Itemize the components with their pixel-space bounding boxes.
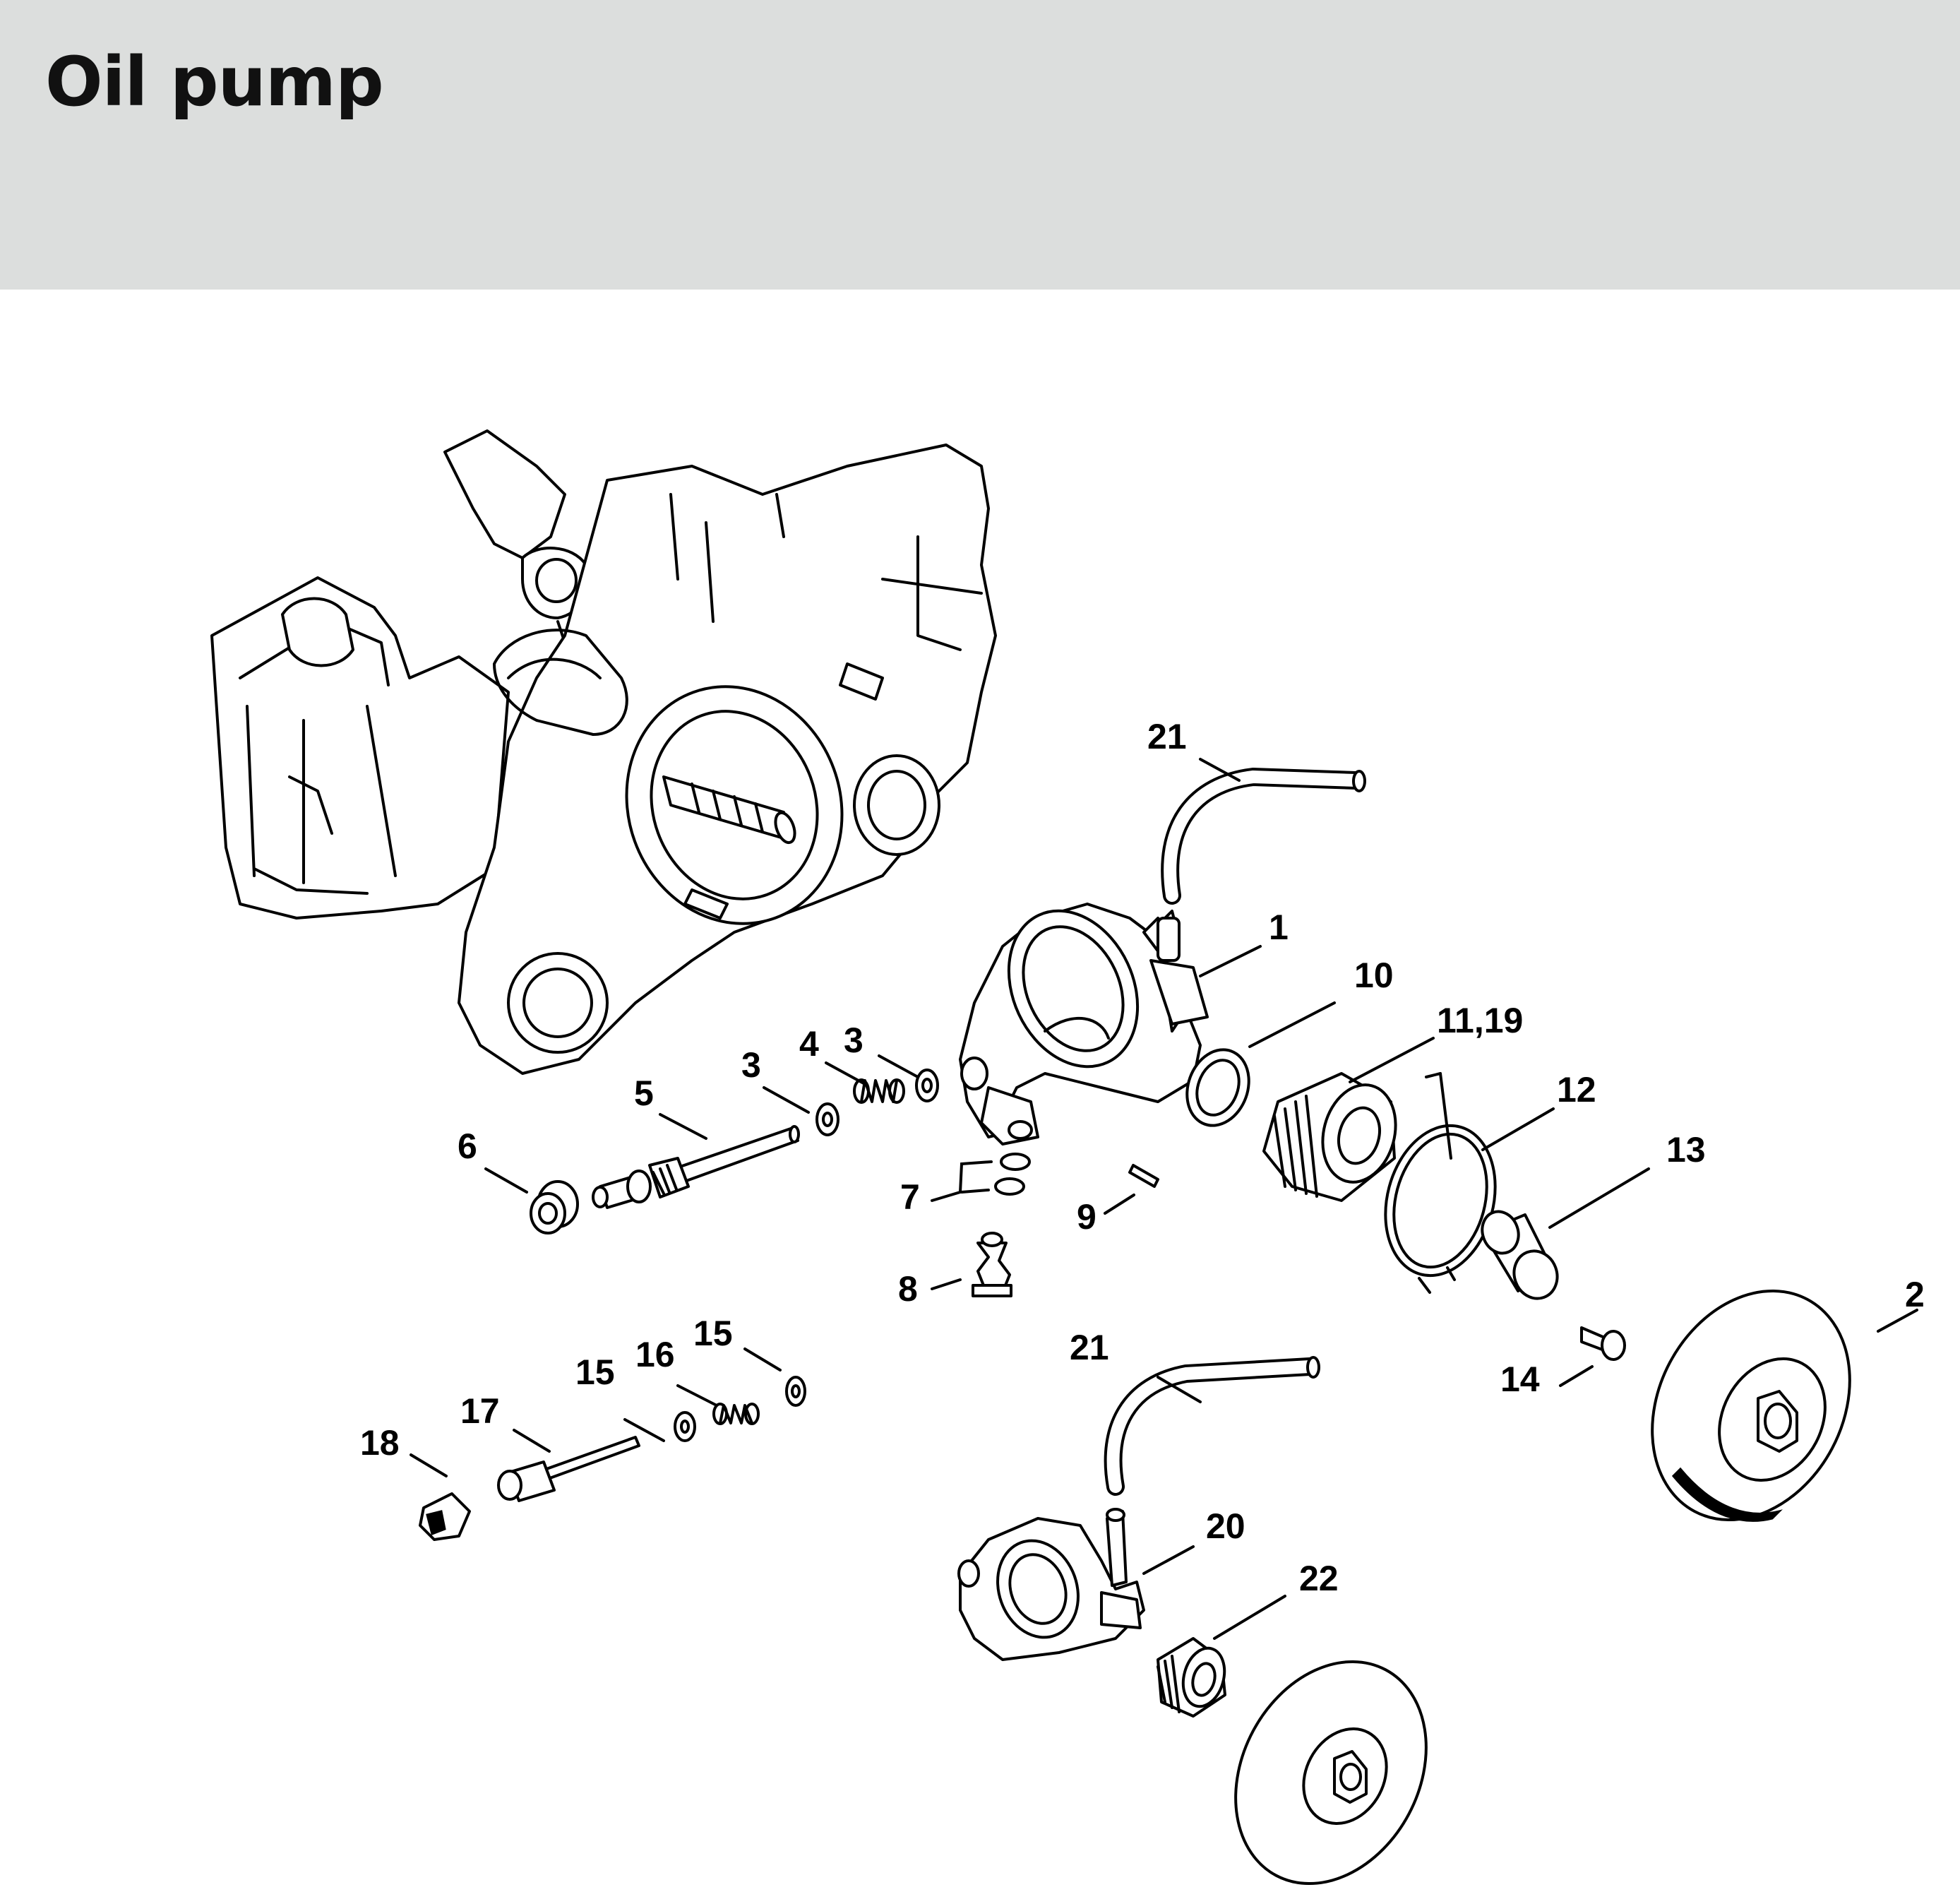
callout-5: 5 — [634, 1073, 654, 1113]
callout-13: 13 — [1666, 1130, 1706, 1170]
part-6-plug — [530, 1180, 579, 1234]
callout-10: 10 — [1354, 956, 1394, 995]
part-1-oil-pump-body — [959, 903, 1209, 1146]
part-18-plug — [419, 1492, 471, 1541]
part-20-oil-pump — [957, 1508, 1145, 1661]
callout-9: 9 — [1077, 1197, 1096, 1237]
part-8-valve — [972, 1232, 1012, 1297]
callout-4: 4 — [799, 1024, 819, 1064]
callout-7: 7 — [900, 1177, 920, 1217]
part-3-washer-right — [915, 1069, 939, 1102]
callout-20: 20 — [1206, 1506, 1245, 1546]
part-10-washer — [1185, 1048, 1250, 1127]
header-bar — [0, 0, 1960, 290]
page-title: Oil pump — [45, 42, 384, 121]
part-7-o-rings — [994, 1153, 1031, 1196]
callout-14: 14 — [1500, 1359, 1540, 1399]
callout-16: 16 — [635, 1335, 675, 1374]
part-15-washer-left — [674, 1411, 696, 1442]
part-3-washer-left — [815, 1102, 839, 1136]
callout-11-19: 11,19 — [1437, 1001, 1523, 1040]
part-17-pump-plunger — [497, 1436, 640, 1502]
callout-2: 2 — [1905, 1275, 1925, 1314]
callout-15-right: 15 — [693, 1314, 733, 1353]
part-13-bushing — [1481, 1210, 1559, 1300]
callout-18: 18 — [360, 1423, 400, 1463]
part-9-pin — [1128, 1164, 1159, 1188]
leader-lines — [410, 758, 1918, 1640]
callout-17: 17 — [460, 1391, 500, 1431]
part-22-worm — [1157, 1637, 1226, 1718]
part-11-19-worm — [1262, 1072, 1397, 1202]
callout-3-right: 3 — [844, 1021, 864, 1060]
callout-21-lower: 21 — [1070, 1328, 1109, 1367]
callout-3-left: 3 — [741, 1045, 761, 1085]
part-16-spring — [712, 1403, 760, 1425]
part-14-screw — [1580, 1326, 1626, 1361]
part-15-washer-right — [785, 1376, 806, 1407]
callout-1: 1 — [1269, 908, 1289, 947]
part-clutch-drum-lower — [1234, 1660, 1428, 1886]
callout-8: 8 — [898, 1269, 918, 1309]
callout-12: 12 — [1557, 1070, 1596, 1109]
part-2-clutch-drum — [1651, 1289, 1851, 1522]
part-21-oil-hose-upper — [1161, 767, 1366, 905]
part-5-pump-plunger — [592, 1125, 800, 1209]
callout-6: 6 — [458, 1126, 477, 1166]
crankcase-housing — [210, 429, 997, 1075]
callout-21-upper: 21 — [1147, 717, 1187, 756]
callout-15-left: 15 — [575, 1352, 615, 1392]
callout-22: 22 — [1299, 1559, 1339, 1598]
part-21-oil-hose-lower — [1104, 1356, 1320, 1496]
